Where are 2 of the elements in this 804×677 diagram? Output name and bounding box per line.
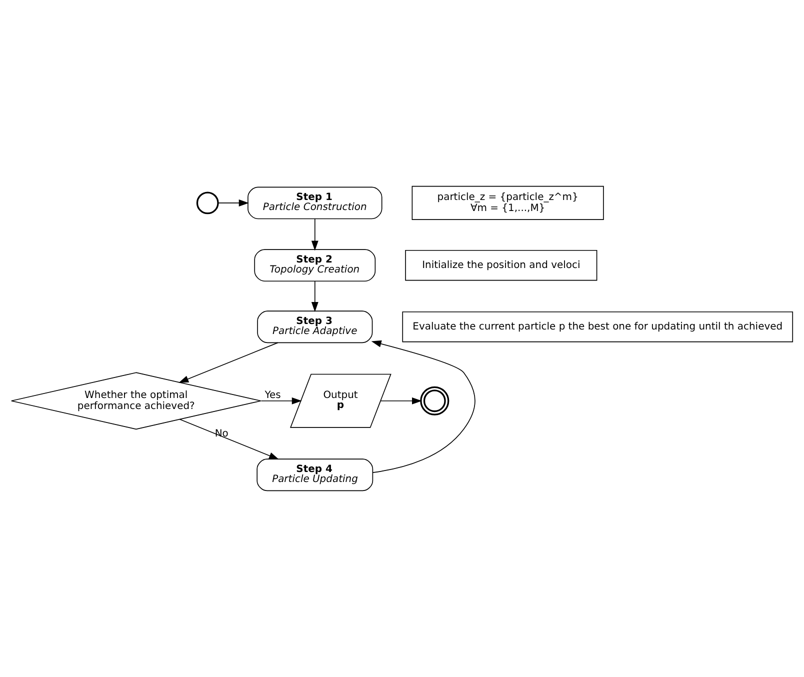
edge-label: No — [214, 428, 228, 440]
edge-label: Yes — [264, 390, 281, 402]
